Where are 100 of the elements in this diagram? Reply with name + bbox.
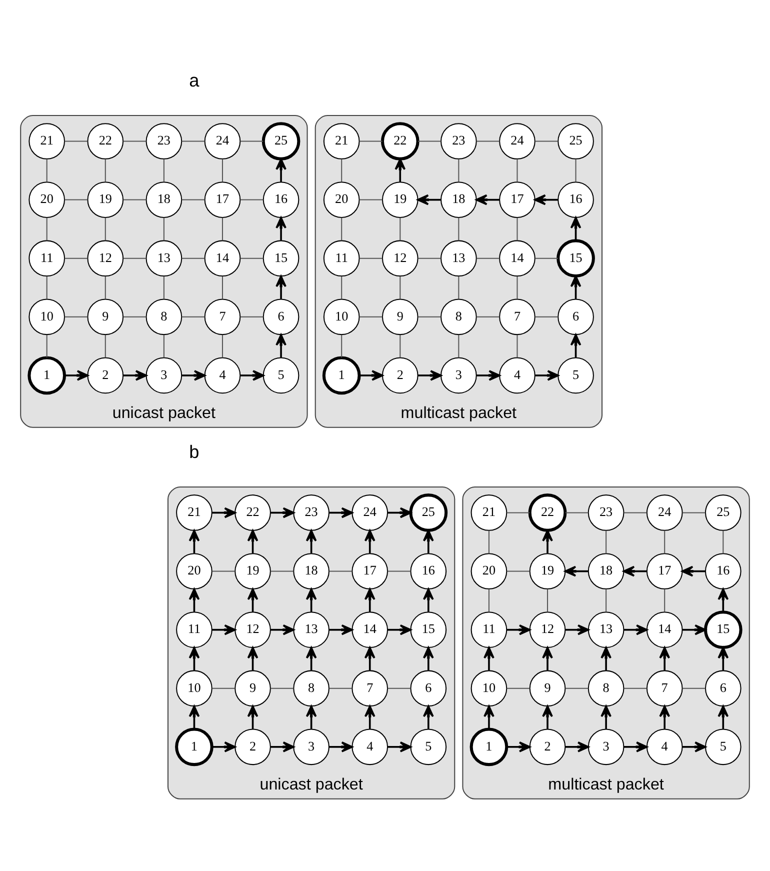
node-circle: 12 xyxy=(382,240,418,277)
node-circle: 24 xyxy=(204,123,241,160)
connector xyxy=(516,334,518,358)
node-circle: 25 xyxy=(262,122,300,160)
node-circle: 4 xyxy=(646,728,683,766)
arrow xyxy=(418,370,442,381)
label: a xyxy=(189,70,200,91)
node-circle: 15 xyxy=(556,239,595,278)
connector xyxy=(476,140,500,142)
node-circle: 7 xyxy=(646,670,683,707)
connector xyxy=(46,218,48,240)
node-circle: 22 xyxy=(87,123,124,160)
arrow xyxy=(622,566,647,577)
arrow xyxy=(570,275,582,299)
arrow xyxy=(270,624,294,636)
connector xyxy=(388,570,411,572)
connector xyxy=(64,199,88,200)
arrow xyxy=(506,741,531,752)
connector xyxy=(240,258,264,259)
connector xyxy=(535,258,558,259)
connector xyxy=(547,589,548,612)
node-label: multicast packet xyxy=(400,404,517,422)
node-circle: 3 xyxy=(146,357,182,394)
node-circle: 19 xyxy=(382,182,418,218)
connector xyxy=(535,140,558,142)
connector xyxy=(46,276,48,299)
arrow xyxy=(188,705,200,729)
node-circle: 11 xyxy=(323,240,360,277)
connector xyxy=(182,199,205,200)
node-circle: 25 xyxy=(704,494,742,531)
node-circle: 14 xyxy=(646,612,683,648)
connector xyxy=(123,316,146,318)
arrow xyxy=(364,588,376,612)
arrow xyxy=(682,566,706,577)
node-circle: 8 xyxy=(440,298,477,336)
connector xyxy=(341,334,342,358)
connector xyxy=(418,316,441,318)
connector xyxy=(163,218,164,240)
arrow xyxy=(306,530,317,554)
connector xyxy=(104,218,106,240)
arrow xyxy=(659,646,670,670)
node-circle: 24 xyxy=(352,494,388,531)
arrow xyxy=(682,624,706,636)
connector xyxy=(400,276,401,299)
connector xyxy=(506,570,530,572)
node-circle: 25 xyxy=(558,123,594,160)
arrow xyxy=(718,588,729,612)
connector xyxy=(123,199,146,200)
cluster xyxy=(20,115,308,428)
arrow xyxy=(600,705,612,729)
connector xyxy=(606,530,607,554)
node-circle: 12 xyxy=(234,612,271,648)
arrow xyxy=(247,588,258,612)
node-circle: 7 xyxy=(204,298,241,336)
connector xyxy=(182,316,205,318)
arrow xyxy=(188,530,200,554)
arrow xyxy=(247,705,258,729)
connector xyxy=(240,199,264,200)
arrow xyxy=(388,507,412,518)
connector xyxy=(329,688,352,689)
arrow xyxy=(542,530,553,554)
connector xyxy=(270,570,294,572)
connector xyxy=(123,258,146,259)
node-circle: 5 xyxy=(558,357,594,394)
connector xyxy=(664,589,666,612)
node-circle: 14 xyxy=(352,612,388,648)
node-circle: 4 xyxy=(204,357,241,394)
connector xyxy=(182,140,205,142)
connector xyxy=(575,159,576,182)
connector xyxy=(506,688,530,689)
node-circle: 22 xyxy=(234,494,271,531)
node-circle: 17 xyxy=(352,553,388,590)
connector xyxy=(458,159,460,182)
arrow xyxy=(212,507,236,518)
connector xyxy=(682,688,706,689)
node-circle: 9 xyxy=(87,298,124,336)
connector xyxy=(418,140,441,142)
arrow xyxy=(476,370,500,381)
connector xyxy=(222,159,223,182)
arrow xyxy=(276,275,286,299)
connector xyxy=(359,258,382,259)
arrow xyxy=(476,194,500,206)
arrow xyxy=(394,158,406,182)
node-circle: 10 xyxy=(323,298,360,336)
connector xyxy=(163,159,164,182)
node-circle: 5 xyxy=(262,357,300,394)
connector xyxy=(565,512,588,514)
node-circle: 24 xyxy=(499,123,536,160)
connector xyxy=(606,589,607,612)
connector xyxy=(476,258,500,259)
node-circle: 20 xyxy=(28,182,66,218)
arrow xyxy=(388,741,412,752)
node-circle: 23 xyxy=(440,123,477,160)
arrow xyxy=(306,646,317,670)
arrow xyxy=(600,646,612,670)
connector xyxy=(270,688,294,689)
connector xyxy=(341,276,342,299)
connector xyxy=(418,258,441,259)
connector xyxy=(359,140,382,142)
arrow xyxy=(247,530,258,554)
